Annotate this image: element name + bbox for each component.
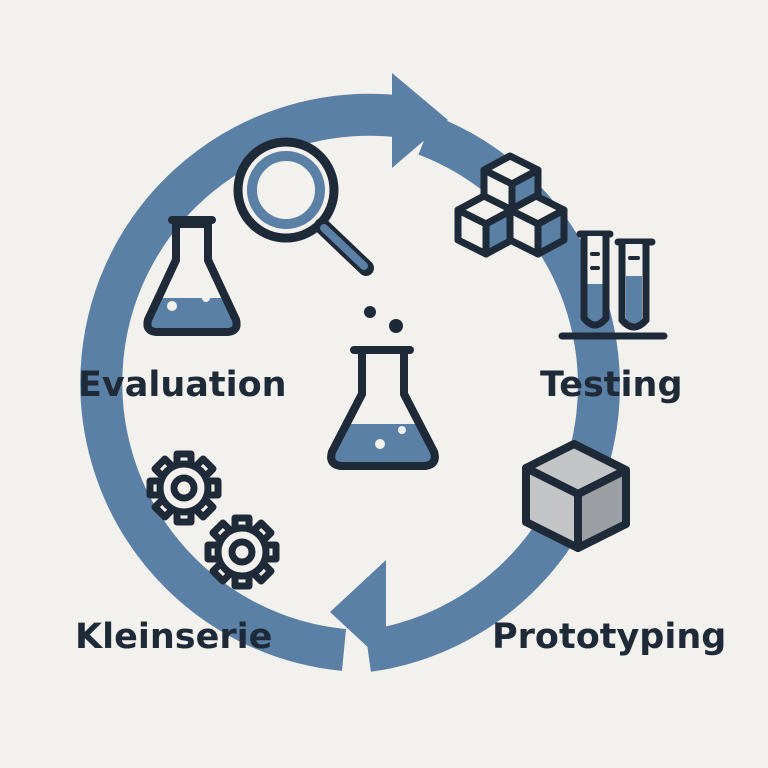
flask-with-bubbles-icon xyxy=(327,306,439,470)
label-kleinserie: Kleinserie xyxy=(75,617,272,657)
cycle-arrow-bottom xyxy=(330,560,386,664)
label-prototyping: Prototyping xyxy=(492,617,726,657)
flask-icon xyxy=(143,216,241,336)
magnifying-glass-icon xyxy=(233,137,374,276)
cycle-arc-left xyxy=(80,93,397,671)
test-tubes-icon xyxy=(558,230,668,340)
label-evaluation: Evaluation xyxy=(78,365,287,405)
cube-icon xyxy=(522,440,630,552)
gears-icon xyxy=(146,450,280,590)
stacked-cubes-icon xyxy=(454,152,568,258)
label-testing: Testing xyxy=(540,365,683,405)
cycle-arrow-top xyxy=(392,73,448,168)
